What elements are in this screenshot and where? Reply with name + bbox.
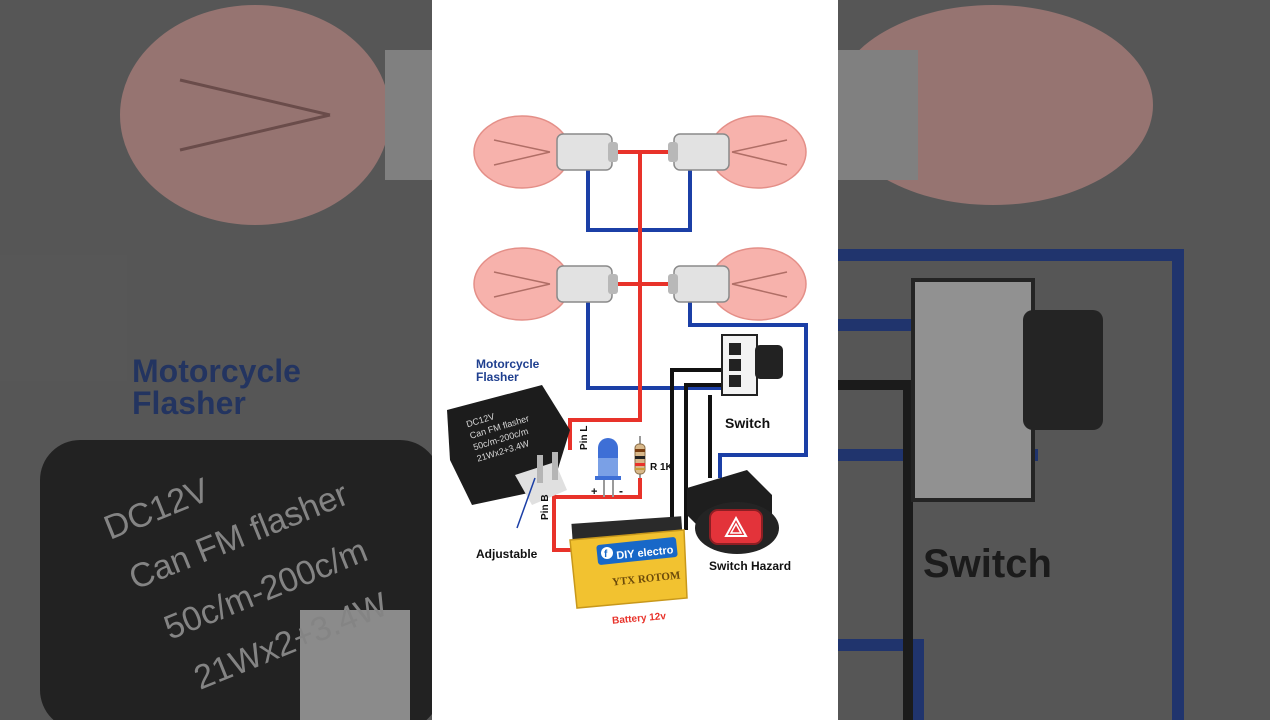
background-right-panel: Switch	[838, 0, 1270, 720]
blue-wire-left-bottom	[586, 300, 722, 390]
pin-b-label: Pin B	[540, 494, 551, 520]
red-wire-resistor	[604, 478, 642, 499]
black-wire-2	[684, 383, 727, 530]
battery: f DIY electro YTX ROTOM	[569, 516, 688, 609]
bg-bulb-filament-2	[179, 113, 331, 152]
led-plus-label: +	[591, 486, 597, 498]
led-minus-label: -	[619, 484, 623, 498]
battery-brand: DIY electro	[616, 544, 674, 562]
filament-icon	[731, 139, 788, 166]
bg-right-switch-body	[911, 278, 1035, 502]
blue-led	[595, 438, 621, 497]
bg-right-wire-blue-2	[838, 249, 1184, 720]
bg-title-line-2: Flasher	[132, 385, 246, 421]
filament-icon	[493, 271, 551, 298]
blue-wires	[586, 170, 808, 478]
bulb-bottom-left	[473, 247, 618, 321]
background-right-art: Switch	[838, 5, 1184, 720]
bg-right-switch-label: Switch	[923, 542, 1052, 586]
red-wires	[552, 150, 674, 552]
hazard-icon-inner	[729, 522, 743, 534]
bg-right-wire-black	[838, 380, 913, 720]
hazard-switch	[687, 470, 779, 554]
flasher-pin	[552, 452, 558, 480]
bg-bulb-glass	[120, 5, 390, 225]
flasher-title-line-1: Motorcycle	[476, 357, 540, 371]
pin-l-label: Pin L	[579, 426, 590, 450]
wiring-diagram: DC12V Can FM flasher 50c/m-200c/m 21Wx2+…	[432, 0, 838, 720]
bg-right-switch-knob	[1023, 310, 1103, 430]
battery-brand-icon: f	[604, 549, 608, 560]
switch-label: Switch	[725, 415, 770, 431]
hazard-icon	[724, 515, 748, 537]
bulb-top-right	[668, 115, 807, 189]
background-left-art: DC12V Can FM flasher 50c/m-200c/m 21Wx2+…	[40, 5, 432, 720]
wiring-diagram-svg: DC12V Can FM flasher 50c/m-200c/m 21Wx2+…	[447, 115, 808, 627]
background-left-dim	[0, 0, 432, 720]
resistor	[634, 436, 646, 478]
bg-right-bulb-base	[838, 50, 918, 180]
adjustable-label: Adjustable	[476, 547, 538, 561]
adjustable-pointer	[516, 477, 536, 529]
bg-flasher-pins	[300, 610, 410, 720]
filament-icon	[731, 271, 788, 298]
bg-bulb-base	[385, 50, 432, 180]
background-left-panel: DC12V Can FM flasher 50c/m-200c/m 21Wx2+…	[0, 0, 432, 720]
bg-bulb-filament	[179, 78, 331, 117]
red-wire-pin-l	[568, 152, 642, 450]
switch-hazard-label: Switch Hazard	[709, 559, 791, 573]
bulb-bottom-right	[668, 247, 807, 321]
black-wire-1	[670, 368, 727, 530]
flasher-pin	[537, 455, 543, 483]
bg-right-wire-blue-4	[838, 639, 924, 720]
flasher-relay: DC12V Can FM flasher 50c/m-200c/m 21Wx2+…	[447, 385, 570, 529]
battery-label: Battery 12v	[612, 611, 667, 627]
bg-title-line-1: Motorcycle	[132, 353, 301, 389]
filament-icon	[493, 139, 551, 166]
bulb-top-left	[473, 115, 618, 189]
resistor-label: R 1K	[650, 462, 674, 473]
flasher-title-line-2: Flasher	[476, 370, 519, 384]
blue-wire-right-loop	[688, 300, 808, 478]
black-wires	[670, 368, 727, 530]
slide-switch	[721, 334, 783, 396]
background-right-dim	[838, 0, 1270, 720]
